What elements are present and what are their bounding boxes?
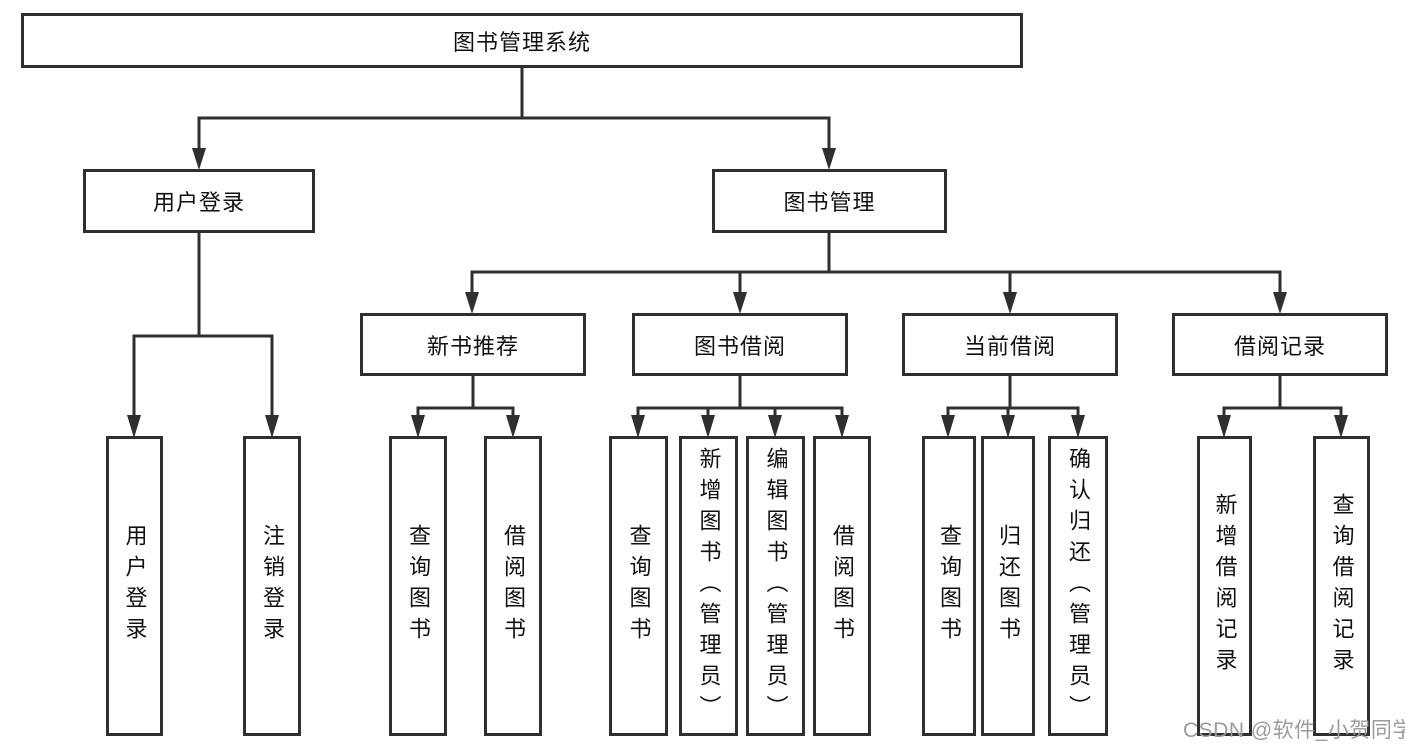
node-label: 借阅记录 [1233, 333, 1326, 359]
node-label: 图书管理系统 [452, 29, 591, 55]
node-user-login: 用户登录 [83, 169, 315, 233]
node-label: 新书推荐 [426, 333, 519, 359]
csdn-watermark: CSDN @软件_小贺同学 [1183, 719, 1405, 742]
leaf-query-books-recommend: 查询图书 [389, 436, 447, 736]
node-label: 注销登录 [260, 524, 285, 648]
leaf-return-books: 归还图书 [981, 436, 1035, 736]
leaf-borrow-books: 借阅图书 [813, 436, 871, 736]
node-label: 新增借阅记录 [1212, 493, 1238, 679]
leaf-query-books-borrow: 查询图书 [609, 436, 668, 736]
node-borrow-records: 借阅记录 [1172, 313, 1388, 376]
node-label: 确认归还（管理员） [1066, 446, 1091, 726]
node-book-borrow: 图书借阅 [632, 313, 848, 376]
node-label: 查询图书 [937, 524, 962, 648]
node-new-book-recommend: 新书推荐 [360, 313, 586, 376]
leaf-add-books-admin: 新增图书（管理员） [679, 436, 738, 736]
node-current-borrow: 当前借阅 [902, 313, 1118, 376]
leaf-add-borrow-record: 新增借阅记录 [1197, 436, 1252, 736]
node-label: 查询图书 [626, 524, 652, 648]
node-label: 查询图书 [406, 524, 431, 648]
node-label: 当前借阅 [963, 333, 1056, 359]
node-label: 新增图书（管理员） [696, 446, 722, 726]
node-label: 归还图书 [996, 524, 1021, 648]
node-label: 图书借阅 [693, 333, 786, 359]
node-label: 用户登录 [122, 524, 148, 648]
leaf-user-login: 用户登录 [106, 436, 163, 736]
node-label: 借阅图书 [830, 524, 855, 648]
leaf-query-books-current: 查询图书 [922, 436, 976, 736]
node-label: 查询借阅记录 [1329, 493, 1355, 679]
leaf-query-borrow-record: 查询借阅记录 [1313, 436, 1370, 736]
node-label: 编辑图书（管理员） [763, 446, 789, 726]
leaf-edit-books-admin: 编辑图书（管理员） [746, 436, 805, 736]
node-label: 图书管理 [783, 190, 876, 215]
leaf-confirm-return-admin: 确认归还（管理员） [1048, 436, 1108, 736]
node-root: 图书管理系统 [21, 13, 1023, 68]
node-label: 借阅图书 [501, 524, 526, 648]
leaf-borrow-books-recommend: 借阅图书 [484, 436, 542, 736]
arrowheads [127, 148, 1348, 438]
node-label: 用户登录 [152, 190, 245, 215]
node-book-management: 图书管理 [712, 169, 947, 233]
leaf-logout: 注销登录 [243, 436, 301, 736]
